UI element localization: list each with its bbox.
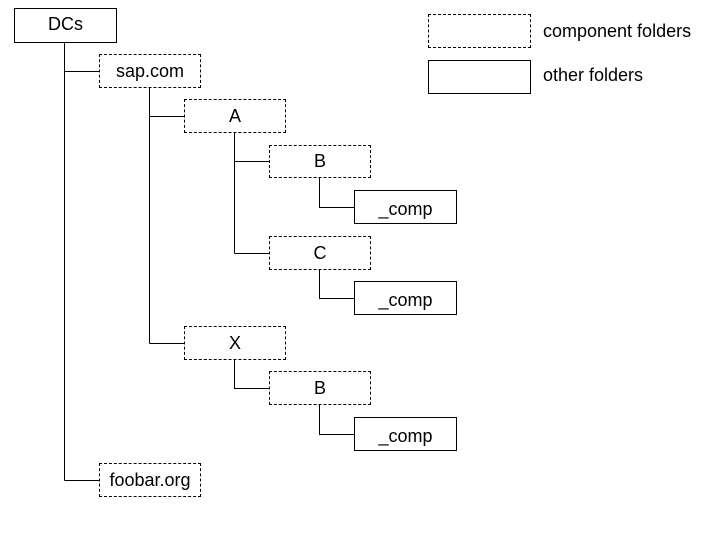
connector-x-b <box>234 360 269 389</box>
node-x-b: B <box>269 371 371 405</box>
connector-ab-comp <box>319 178 354 208</box>
node-a-b: B <box>269 145 371 178</box>
node-a-b-comp: _comp <box>354 190 457 224</box>
node-dcs: DCs <box>14 8 117 43</box>
connector-xb-comp <box>319 405 354 435</box>
node-a-c-comp: _comp <box>354 281 457 315</box>
legend-label-component-folders: component folders <box>543 21 692 41</box>
node-x-b-comp: _comp <box>354 417 457 451</box>
legend-label-other-folders: other folders <box>543 65 644 85</box>
node-sap-com: sap.com <box>99 54 201 88</box>
connector-ac-comp <box>319 270 354 299</box>
legend-swatch-other-folders <box>428 60 531 94</box>
node-a: A <box>184 99 286 133</box>
node-a-c: C <box>269 236 371 270</box>
node-x: X <box>184 326 286 360</box>
legend-swatch-component-folders <box>428 14 531 48</box>
node-foobar-org: foobar.org <box>99 463 201 497</box>
